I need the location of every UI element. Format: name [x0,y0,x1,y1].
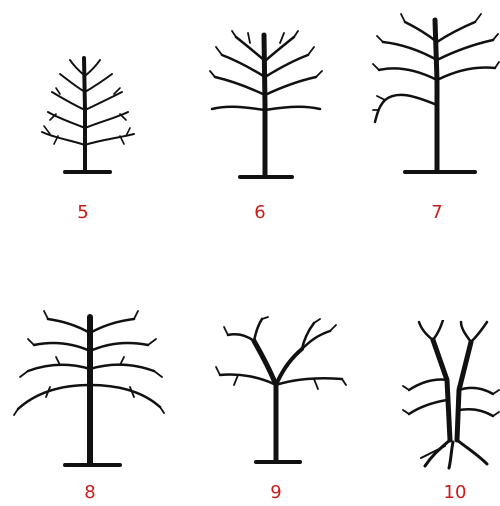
tree-6-cell: 6 [200,25,330,235]
tree-icon [200,25,330,185]
tree-label: 5 [53,203,113,223]
tree-icon [395,320,500,470]
tree-8-cell: 8 [10,305,170,506]
tree-label: 9 [246,483,306,503]
tree-label: 7 [407,203,467,223]
tree-icon [10,305,170,470]
tree-icon [365,10,500,180]
tree-9-cell: 9 [210,315,350,506]
tree-10-cell: 10 [395,320,500,506]
tree-5-cell: 5 [30,50,150,235]
tree-icon [30,50,150,185]
tree-label: 8 [60,483,120,503]
tree-icon [210,315,350,465]
tree-label: 10 [425,483,485,503]
tree-label: 6 [230,203,290,223]
tree-7-cell: 7 [365,10,500,235]
